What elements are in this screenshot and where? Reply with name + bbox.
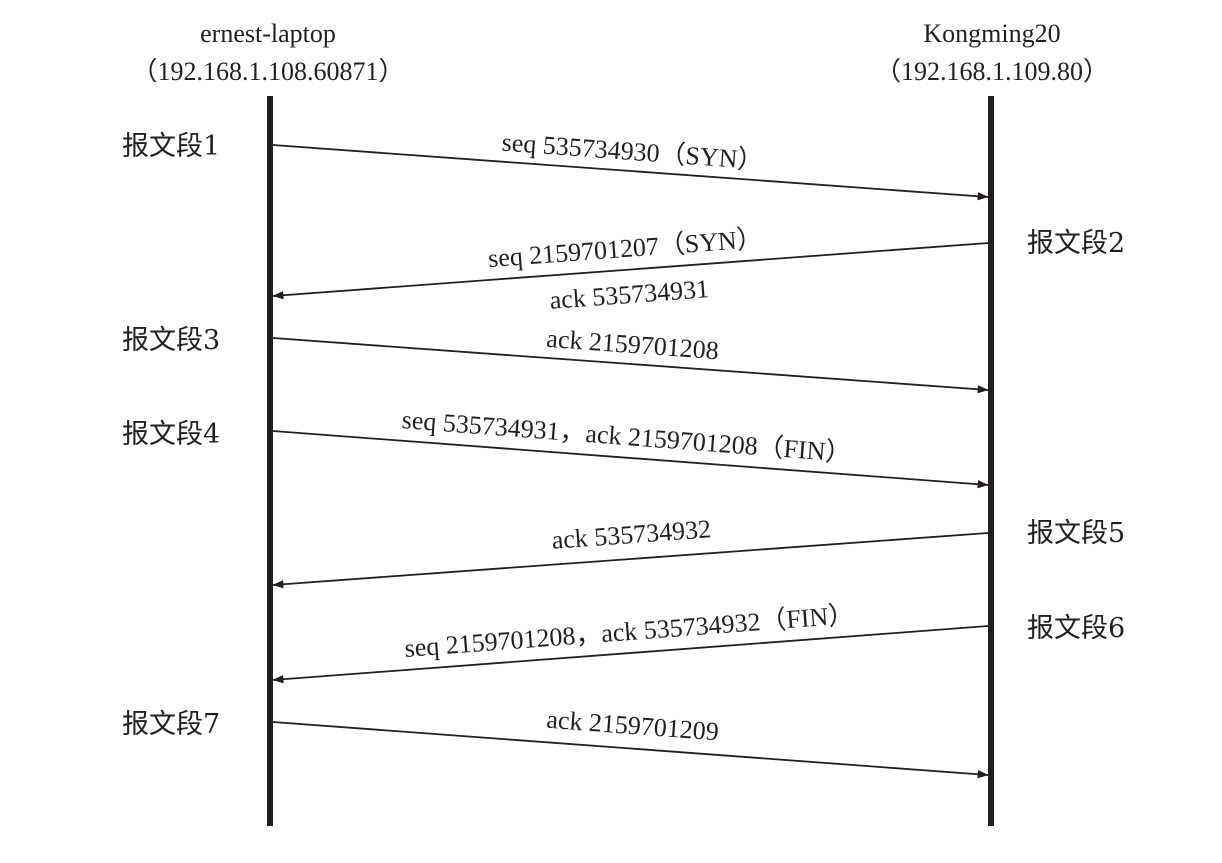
segment-1-message: seq 535734930（SYN） — [501, 128, 765, 176]
segment-1: 报文段1 seq 535734930（SYN） — [122, 128, 989, 201]
right-host-address: （192.168.1.109.80） — [875, 57, 1109, 86]
segment-2-message-line-2: ack 535734931 — [549, 274, 710, 315]
segment-2-label: 报文段2 — [1027, 228, 1125, 259]
segment-3: 报文段3 ack 2159701208 — [122, 324, 989, 394]
segment-6-arrow — [272, 625, 989, 684]
segment-5: 报文段5 ack 535734932 — [272, 514, 1125, 589]
segment-4: 报文段4 seq 535734931，ack 2159701208（FIN） — [122, 405, 989, 489]
segment-7-arrow — [272, 721, 989, 779]
segment-5-arrow — [272, 532, 989, 589]
segment-6-label: 报文段6 — [1027, 613, 1125, 644]
segment-2-message-line-1: seq 2159701207（SYN） — [487, 224, 764, 273]
segment-5-label: 报文段5 — [1027, 518, 1125, 549]
right-host-name: Kongming20 — [923, 19, 1060, 48]
segment-2-arrow — [272, 242, 989, 300]
segment-2: 报文段2 seq 2159701207（SYN） ack 535734931 — [272, 224, 1125, 315]
segment-3-label: 报文段3 — [122, 325, 220, 356]
segment-1-label: 报文段1 — [122, 131, 220, 162]
segment-4-label: 报文段4 — [122, 419, 220, 450]
segment-6: 报文段6 seq 2159701208，ack 535734932（FIN） — [272, 600, 1125, 684]
segment-3-arrow — [272, 337, 989, 394]
left-host-name: ernest-laptop — [200, 19, 336, 48]
segment-7-label: 报文段7 — [122, 709, 220, 740]
left-host-address: （192.168.1.108.60871） — [131, 57, 404, 86]
segment-4-arrow — [272, 430, 989, 489]
segment-7-message: ack 2159701209 — [545, 705, 719, 747]
segment-7: 报文段7 ack 2159701209 — [122, 705, 989, 779]
segment-1-arrow — [272, 144, 989, 201]
segment-5-message: ack 535734932 — [551, 514, 712, 555]
